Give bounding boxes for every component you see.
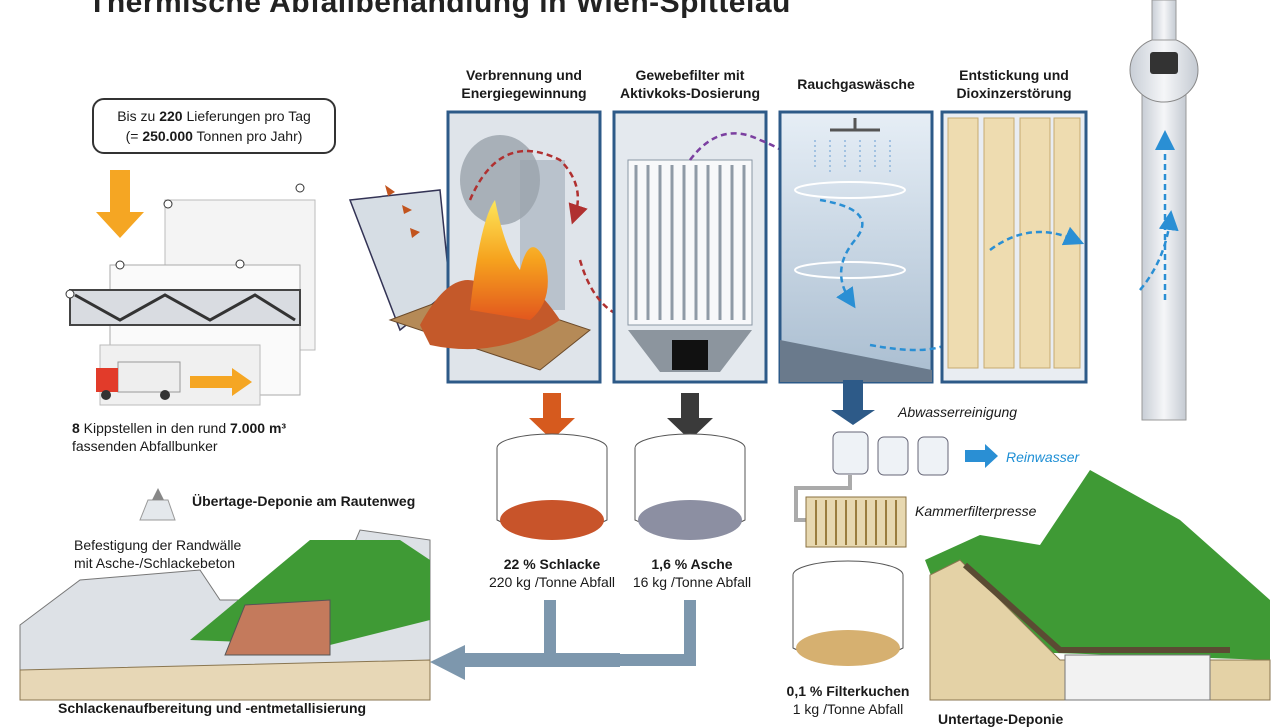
slag-container [496,433,608,540]
delivery-arrow [96,170,144,238]
truck-arrow [190,368,252,396]
surface-landfill [19,488,431,701]
underground-landfill [925,470,1271,701]
underground-landfill-label: Untertage-Deponie [938,711,1064,727]
wastewater-label: Abwasserreinigung [898,404,1018,420]
surface-landfill-label: Übertage-Deponie am Rautenweg [192,493,416,509]
filterpress-label: Kammerfilterpresse [915,503,1037,519]
slag-processing-label: Schlackenaufbereitung und -entmetallisie… [58,700,367,716]
scrubber [778,110,997,384]
wastewater-unit [794,380,998,522]
chimney-tower [1129,0,1199,421]
denox-catalyst [940,110,1088,384]
residue-flow [544,600,696,666]
combustion-chamber [388,110,700,384]
flow-arrow-red [468,149,588,225]
ash-container [634,433,746,540]
slag-arrow [529,393,575,440]
flow-arrow-blue [819,198,864,309]
ash-arrow [667,393,713,440]
filtercake-container [792,560,904,666]
stage-label-scrubber: Rauchgaswäsche [797,76,915,92]
bunker-label: 8 Kippstellen in den rund 7.000 m³ fasse… [72,420,287,454]
delivery-info-bubble: Bis zu 220 Lieferungen pro Tag (= 250.00… [92,98,336,154]
filter-press [805,496,907,548]
cleanwater-label: Reinwasser [1006,449,1080,465]
fabric-filter [612,110,803,384]
truck-icon [96,361,181,400]
page-title: Thermische Abfallbehandlung in Wien-Spit… [88,0,791,19]
